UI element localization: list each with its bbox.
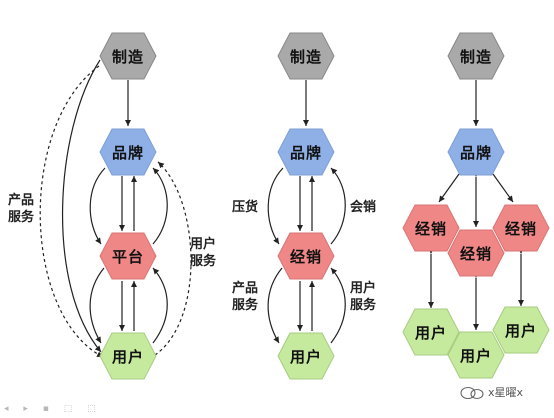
speech-bubble-icon [460, 386, 484, 400]
slide-toolbar[interactable]: ◂ ▸ ▪ ⬚ ⬚ [4, 404, 102, 414]
p3-manufacture-label: 制造 [459, 47, 492, 66]
p1-manufacture-user-dashed-curve [39, 65, 104, 358]
p2-brand-label: 品牌 [289, 143, 322, 162]
p3-dealer-center-node: 经销 [447, 229, 505, 277]
p2-manufacture-node: 制造 [277, 32, 335, 80]
p1-platform-label: 平台 [111, 247, 144, 266]
p2-product-service-label: 产品 服务 [232, 281, 259, 313]
p1-brand-platform-arc-left [89, 167, 106, 245]
p3-dealer-left-label: 经销 [414, 219, 447, 238]
p1-brand-node: 品牌 [99, 128, 157, 176]
p1-manufacture-user-solid-curve [61, 59, 102, 353]
p3-user-center-label: 用户 [459, 346, 492, 365]
p3-user-right-label: 用户 [504, 321, 537, 340]
p3-manufacture-node: 制造 [447, 32, 505, 80]
footer-brand-text: x星曜x [488, 386, 524, 399]
p2-user-dealer-arc-right [330, 267, 346, 344]
p3-brand-dealer-left-link [438, 167, 465, 203]
p2-dealer-brand-arc-right [330, 167, 346, 245]
p3-brand-label: 品牌 [459, 143, 492, 162]
p1-platform-user-arc-left [89, 267, 105, 344]
p3-brand-node: 品牌 [447, 128, 505, 176]
p3-dealer-left-node: 经销 [402, 204, 460, 252]
p1-manufacture-label: 制造 [111, 47, 144, 66]
p2-dealer-label: 经销 [289, 247, 322, 266]
p1-platform-brand-arc-right [152, 167, 168, 245]
p1-manufacture-node: 制造 [99, 32, 157, 80]
p2-meeting-label: 会销 [350, 200, 377, 215]
p2-user-service-label: 用户 服务 [350, 281, 377, 313]
p2-user-label: 用户 [289, 347, 322, 366]
p2-brand-node: 品牌 [277, 128, 335, 176]
p1-platform-node: 平台 [99, 232, 157, 280]
p1-brand-label: 品牌 [111, 143, 144, 162]
p3-brand-dealer-right-link [487, 167, 514, 203]
p3-user-left-node: 用户 [402, 308, 460, 356]
p1-user-platform-arc-right [152, 267, 168, 344]
p3-user-right-node: 用户 [492, 306, 550, 354]
p2-manufacture-label: 制造 [289, 47, 322, 66]
p3-dealer-right-label: 经销 [504, 219, 537, 238]
p1-user-node: 用户 [99, 332, 157, 380]
p2-user-node: 用户 [277, 332, 335, 380]
footer-watermark: x星曜x [460, 384, 523, 400]
p3-user-left-label: 用户 [414, 323, 447, 342]
p3-dealer-right-node: 经销 [492, 204, 550, 252]
p3-user-center-node: 用户 [447, 331, 505, 379]
p3-dealer-center-label: 经销 [459, 244, 492, 263]
p1-user-brand-dashed-curve [154, 161, 192, 356]
p2-stock-label: 压货 [232, 200, 259, 215]
p2-dealer-node: 经销 [277, 232, 335, 280]
p2-dealer-user-arc-left [267, 267, 283, 344]
p1-user-label: 用户 [111, 347, 144, 366]
p1-user-service-label: 用户 服务 [190, 237, 217, 269]
p2-brand-dealer-arc-left [267, 167, 284, 245]
p1-product-service-label: 产品 服务 [8, 193, 35, 225]
